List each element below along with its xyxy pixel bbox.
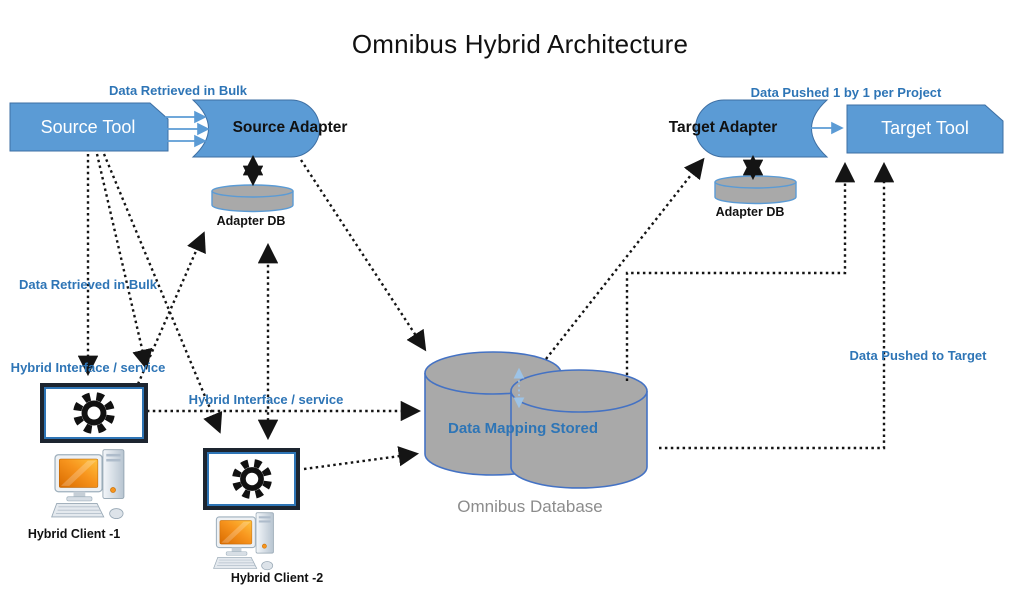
annotation-hybrid-interface-1: Hybrid Interface / service [10, 360, 166, 375]
gear-icon [73, 392, 115, 434]
adapter-db-right-cylinder [714, 175, 797, 205]
annotation-hybrid-interface-2: Hybrid Interface / service [188, 392, 344, 407]
dotted-connectors [77, 153, 895, 471]
hybrid-client-1-label: Hybrid Client -1 [27, 527, 121, 541]
diagram-title: Omnibus Hybrid Architecture [351, 29, 689, 59]
conn-omnibus-targettool-1 [625, 161, 856, 381]
adapter-db-left-cylinder [211, 184, 294, 213]
target-adapter-shape [695, 99, 829, 158]
source-tool-shape [9, 102, 169, 152]
conn-omnibus-targetadapter [545, 157, 705, 360]
target-tool-shape [846, 104, 1004, 154]
adapter-db-left-label: Adapter DB [216, 214, 286, 228]
computer-icon [213, 512, 274, 571]
conn-sourceadapter-omnibus [299, 159, 427, 352]
target-adapter-label: Target Adapter [668, 119, 778, 136]
conn-sourcetool-client1b [95, 153, 153, 370]
annotation-bulk-top: Data Retrieved in Bulk [109, 83, 247, 98]
conn-omnibus-targettool-2 [659, 161, 895, 450]
conn-client2-omnibus [303, 446, 420, 471]
bulk-transfer-arrows [152, 110, 210, 148]
annotation-pushed-per-project: Data Pushed 1 by 1 per Project [750, 85, 942, 100]
gear-icon [231, 459, 272, 499]
annotation-data-mapping: Data Mapping Stored [447, 420, 599, 437]
omnibus-database-label: Omnibus Database [457, 497, 603, 516]
conn-sourcetool-client2 [102, 153, 223, 434]
source-tool-label: Source Tool [40, 117, 136, 137]
annotation-bulk-left: Data Retrieved in Bulk [19, 277, 157, 292]
computer-icon [51, 449, 125, 520]
source-adapter-label: Source Adapter [232, 119, 348, 136]
hybrid-client-1-interface-box [40, 383, 148, 443]
target-tool-label: Target Tool [881, 118, 969, 138]
omnibus-db-cylinder-front [510, 369, 648, 489]
annotation-pushed-to-target: Data Pushed to Target [849, 348, 987, 363]
hybrid-client-2-label: Hybrid Client -2 [230, 571, 324, 585]
hybrid-client-2-interface-box [203, 448, 300, 510]
adapter-db-right-label: Adapter DB [715, 205, 785, 219]
